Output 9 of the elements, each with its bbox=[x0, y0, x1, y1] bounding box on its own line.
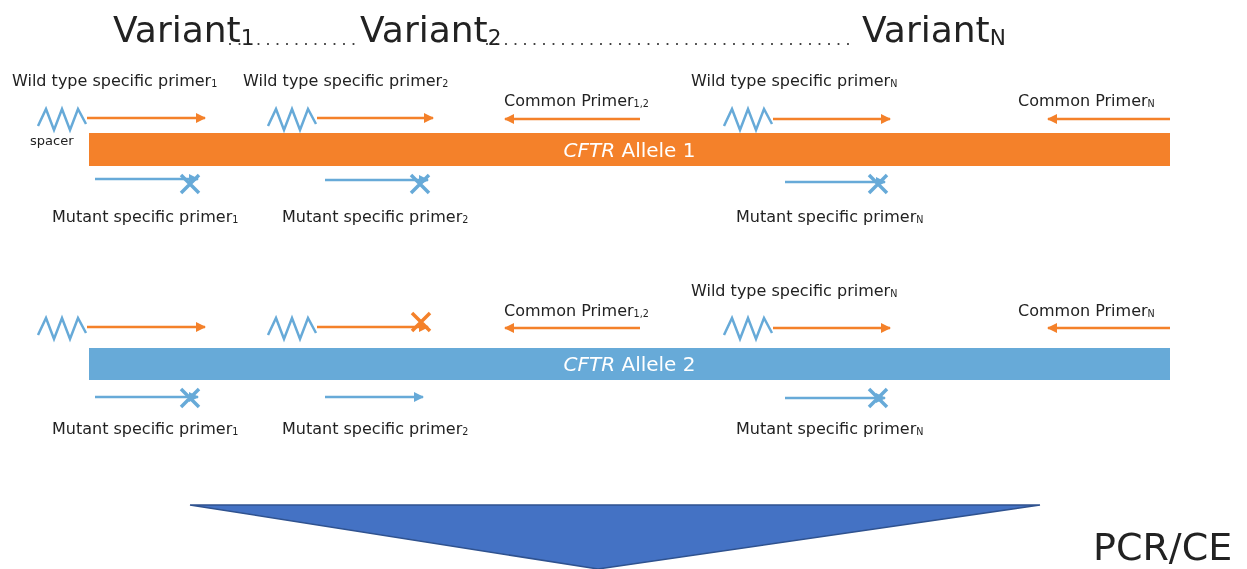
bar-label: CFTR Allele 1 bbox=[562, 137, 697, 162]
allele-bar bbox=[89, 133, 1170, 166]
variant-heading: Variant$_{2}$ bbox=[360, 10, 502, 50]
allele-bar bbox=[89, 348, 1170, 380]
spacer-label: spacer bbox=[30, 134, 74, 149]
variant-heading: Variant$_{1}$ bbox=[113, 10, 255, 50]
bar-label: CFTR Allele 2 bbox=[562, 352, 697, 376]
method-label: PCR/CE bbox=[1093, 527, 1233, 569]
variant-heading: Variant$_{N}$ bbox=[862, 10, 1006, 50]
